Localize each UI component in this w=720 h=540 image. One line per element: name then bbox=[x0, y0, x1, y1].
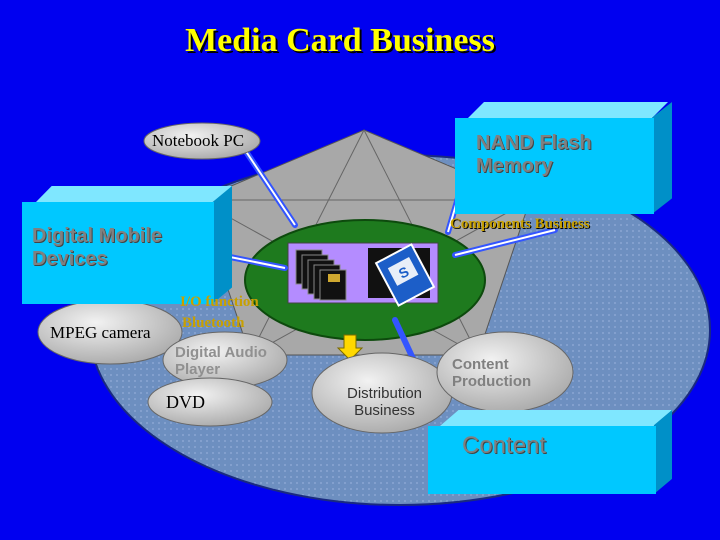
mpeg-camera-label: MPEG camera bbox=[50, 323, 151, 342]
bubble-notebook-pc bbox=[143, 122, 261, 160]
bubble-dvd bbox=[147, 377, 273, 427]
dvd-label: DVD bbox=[166, 392, 205, 412]
content-label: Content bbox=[462, 432, 547, 459]
content-production-label: Content Production bbox=[452, 356, 532, 391]
nand-flash-label: NAND Flash Memory bbox=[476, 132, 592, 177]
digital-audio-player-label: Digital Audio Player bbox=[175, 344, 267, 379]
components-business-label: Components Business bbox=[450, 216, 590, 232]
notebook-pc-label: Notebook PC bbox=[152, 131, 245, 150]
io-function-label: I/O function bbox=[180, 294, 259, 310]
sd-card-icon: S bbox=[368, 243, 436, 307]
down-arrow-icon bbox=[336, 334, 364, 361]
page-title: Media Card Business bbox=[185, 22, 495, 59]
bluetooth-label: Bluetooth bbox=[182, 315, 245, 331]
digital-mobile-label: Digital Mobile Devices bbox=[32, 225, 162, 270]
distribution-business-label: Distribution Business bbox=[346, 385, 423, 420]
memory-card-stack-icon bbox=[295, 249, 347, 301]
